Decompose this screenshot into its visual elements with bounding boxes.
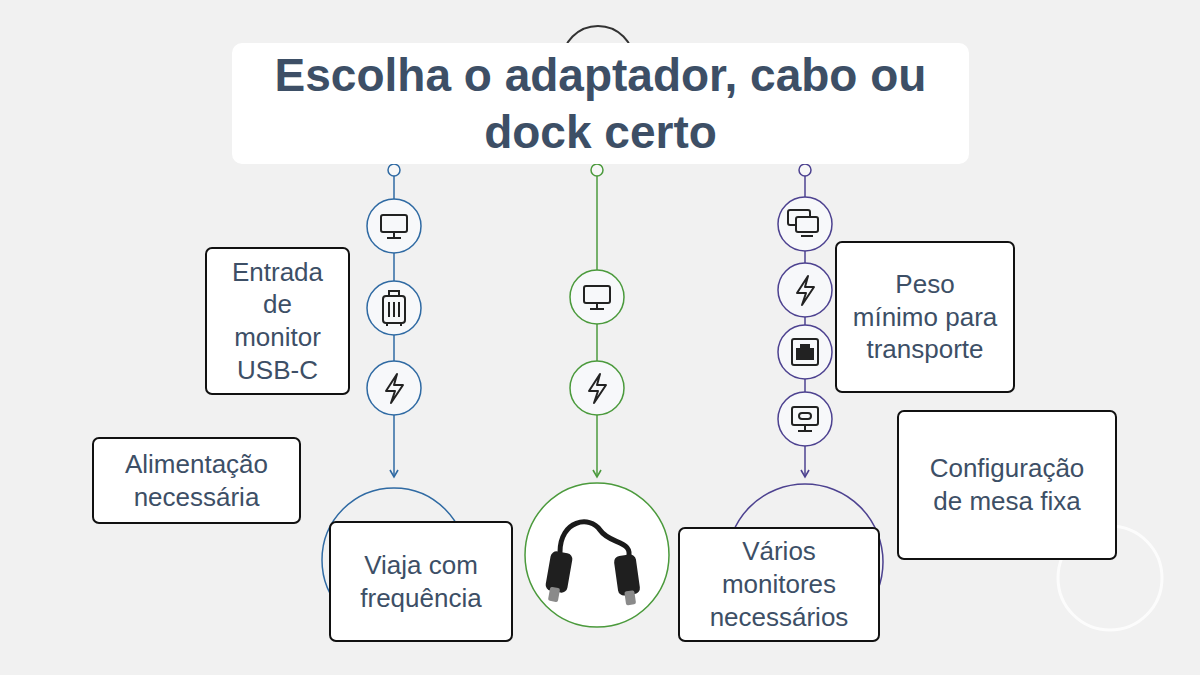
title-box: Escolha o adaptador, cabo ou dock certo bbox=[232, 43, 969, 164]
label-text: Configuração de mesa fixa bbox=[917, 452, 1097, 518]
label-text-holder: Peso mínimo para transporte bbox=[850, 268, 1000, 366]
label-text: Viaja com frequência bbox=[346, 549, 496, 615]
label-text-holder: Vários monitores necessários bbox=[694, 535, 864, 633]
label-text: Entrada de monitor USB-C bbox=[222, 256, 334, 387]
label-box: Peso mínimo para transporte bbox=[835, 241, 1015, 393]
label-box: Configuração de mesa fixa bbox=[897, 410, 1117, 560]
label-box: Viaja com frequência bbox=[329, 521, 513, 642]
label-text-holder: Configuração de mesa fixa bbox=[917, 452, 1097, 518]
label-text-holder: Alimentação necessária bbox=[107, 448, 287, 514]
icons-purple bbox=[788, 210, 818, 431]
label-text: Alimentação necessária bbox=[107, 448, 287, 514]
label-box: Entrada de monitor USB-C bbox=[205, 247, 350, 395]
label-text-holder: Viaja com frequência bbox=[346, 549, 496, 615]
usb-c-cable bbox=[545, 522, 641, 606]
green-column bbox=[525, 164, 669, 627]
label-text: Vários monitores necessários bbox=[694, 535, 864, 633]
title-text: Escolha o adaptador, cabo ou dock certo bbox=[252, 47, 949, 159]
icons-green bbox=[584, 286, 610, 403]
label-text: Peso mínimo para transporte bbox=[850, 268, 1000, 366]
icons-blue bbox=[381, 215, 407, 403]
label-box: Alimentação necessária bbox=[92, 437, 301, 524]
label-text-holder: Entrada de monitor USB-C bbox=[222, 256, 334, 387]
label-box: Vários monitores necessários bbox=[678, 527, 880, 642]
